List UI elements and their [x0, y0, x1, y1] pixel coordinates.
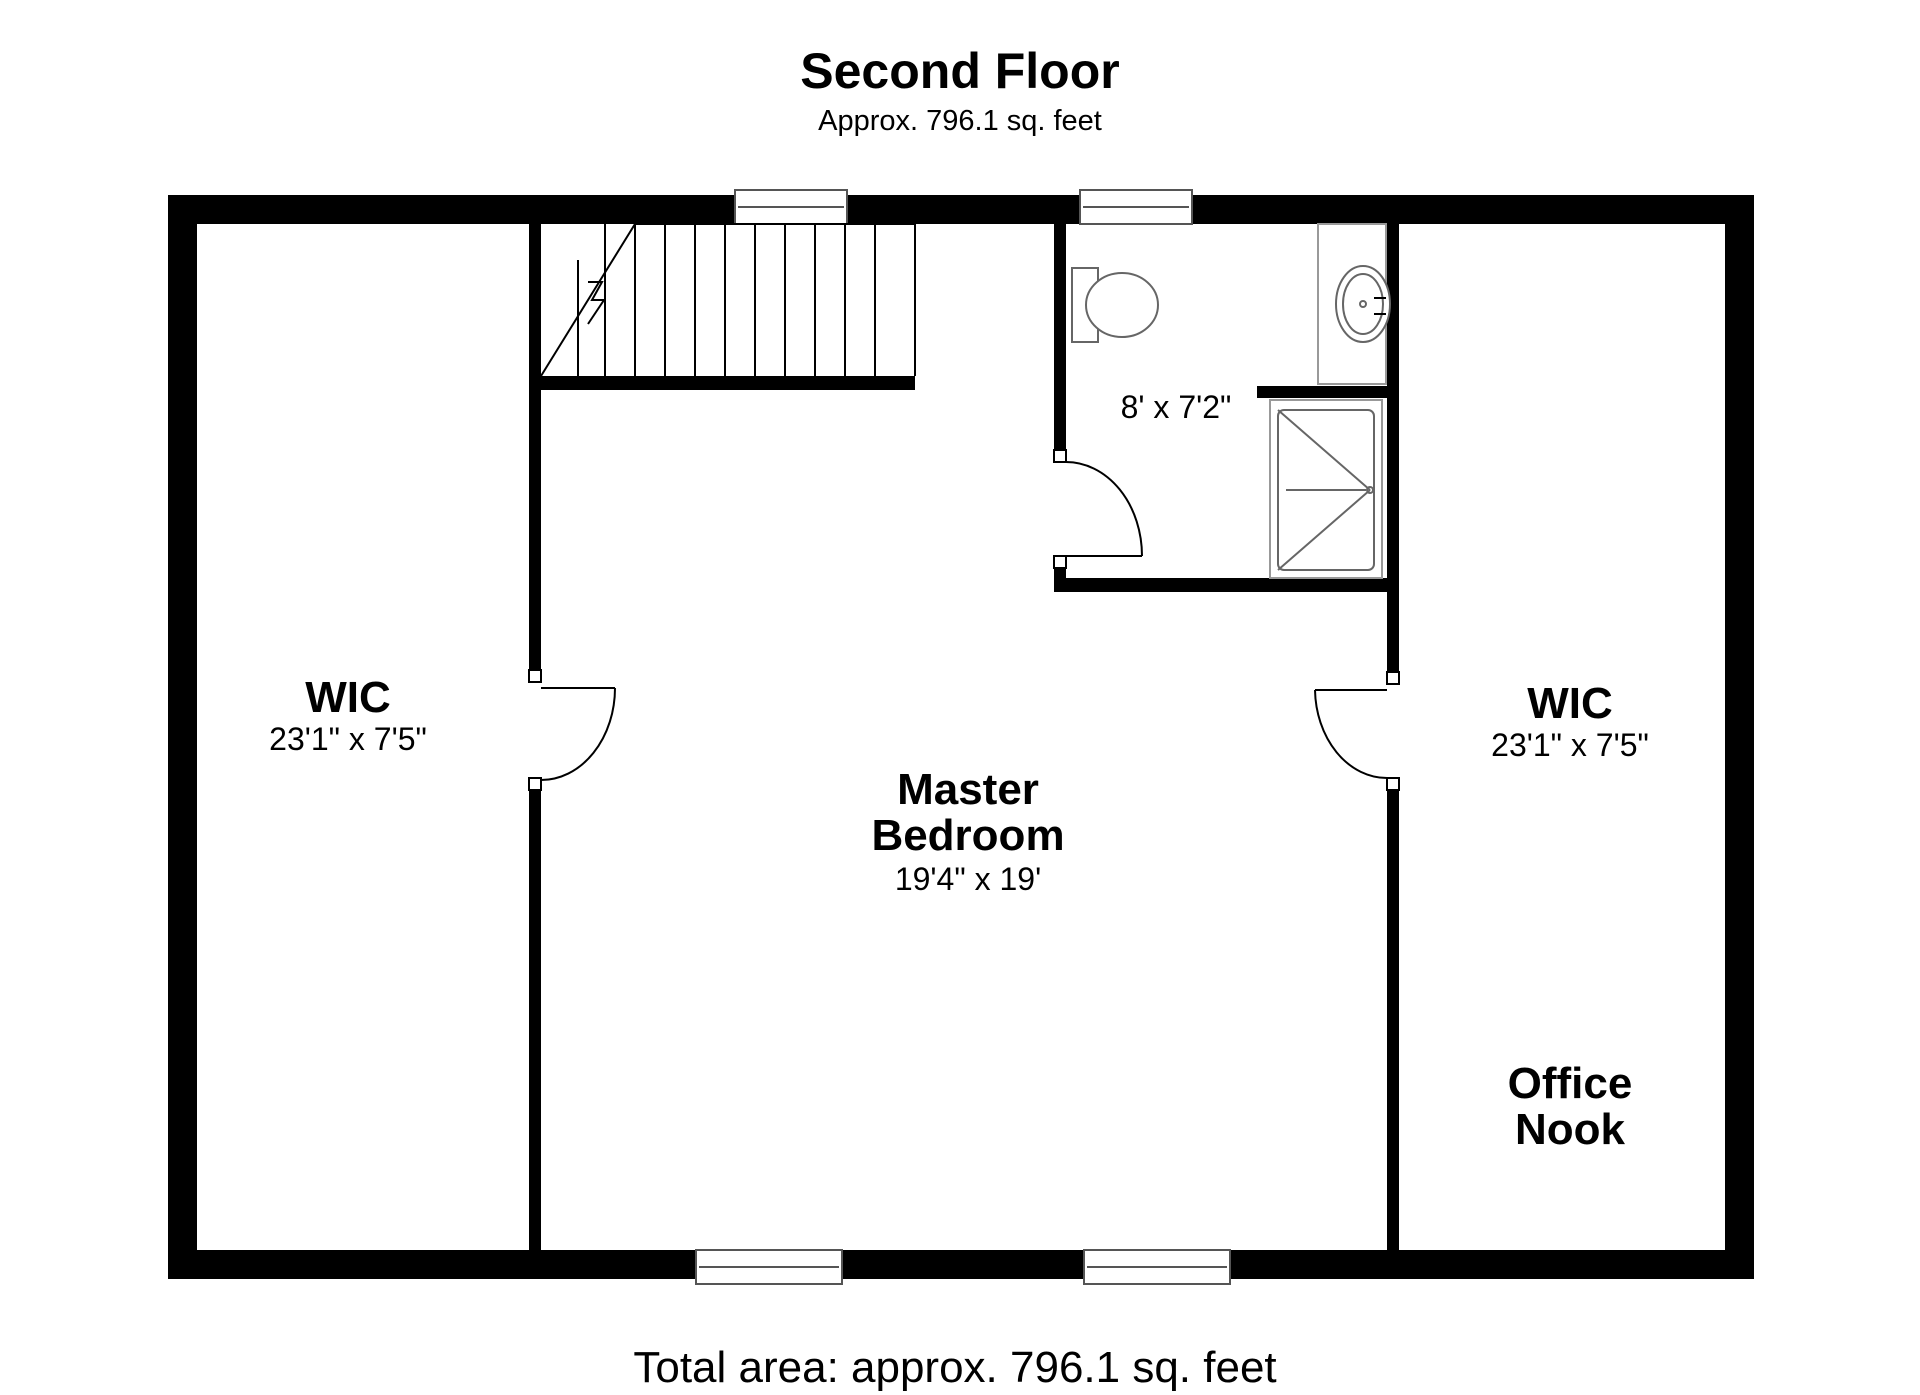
- sink-icon: [1335, 265, 1391, 343]
- window-bottom-2: [1083, 1249, 1231, 1285]
- door-bath: [1053, 449, 1143, 569]
- room-name-office-line1: Office: [1508, 1059, 1633, 1108]
- wall-bath-left-upper: [1054, 220, 1066, 450]
- window-top-1: [734, 189, 848, 225]
- stairs-arrow-icon: [587, 281, 606, 325]
- room-name-master-line1: Master: [897, 765, 1039, 814]
- wall-shower-top: [1257, 386, 1397, 398]
- total-area: Total area: approx. 796.1 sq. feet: [633, 1343, 1276, 1392]
- wall-bath-right: [1387, 220, 1399, 672]
- bath-fixtures: [1071, 223, 1391, 579]
- door-right-wic: [1314, 671, 1400, 791]
- floor-title: Second Floor: [800, 43, 1119, 99]
- doors: [528, 449, 1400, 791]
- wall-stairs-bottom: [535, 376, 915, 390]
- room-dims-wic-left: 23'1" x 7'5": [269, 721, 427, 757]
- room-dims-bath: 8' x 7'2": [1121, 389, 1232, 425]
- toilet-icon: [1071, 267, 1159, 343]
- wall-bath-bottom: [1054, 578, 1394, 592]
- room-name-office-line2: Nook: [1515, 1105, 1626, 1154]
- room-labels: WIC 23'1" x 7'5" Master Bedroom 19'4" x …: [269, 389, 1649, 1154]
- shower-icon: [1269, 399, 1383, 579]
- room-dims-wic-right: 23'1" x 7'5": [1491, 727, 1649, 763]
- room-dims-master: 19'4" x 19': [895, 861, 1041, 897]
- door-left-wic: [528, 669, 616, 791]
- windows: [695, 189, 1231, 1285]
- window-bottom-1: [695, 1249, 843, 1285]
- wall-right-wic-lower: [1387, 790, 1399, 1252]
- wall-left: [168, 195, 197, 1279]
- room-name-wic-left: WIC: [305, 673, 391, 722]
- room-name-master-line2: Bedroom: [871, 811, 1064, 860]
- wall-left-wic-lower: [529, 790, 541, 1252]
- window-top-2: [1079, 189, 1193, 225]
- stairs: [540, 223, 916, 377]
- wall-top: [168, 195, 1754, 224]
- outer-walls: [168, 195, 1754, 1279]
- floor-area-subtitle: Approx. 796.1 sq. feet: [818, 105, 1102, 137]
- room-name-wic-right: WIC: [1527, 679, 1613, 728]
- wall-right: [1725, 195, 1754, 1279]
- interior-walls: [529, 220, 1399, 1252]
- wall-left-wic-upper: [529, 220, 541, 670]
- wall-bottom: [168, 1250, 1754, 1279]
